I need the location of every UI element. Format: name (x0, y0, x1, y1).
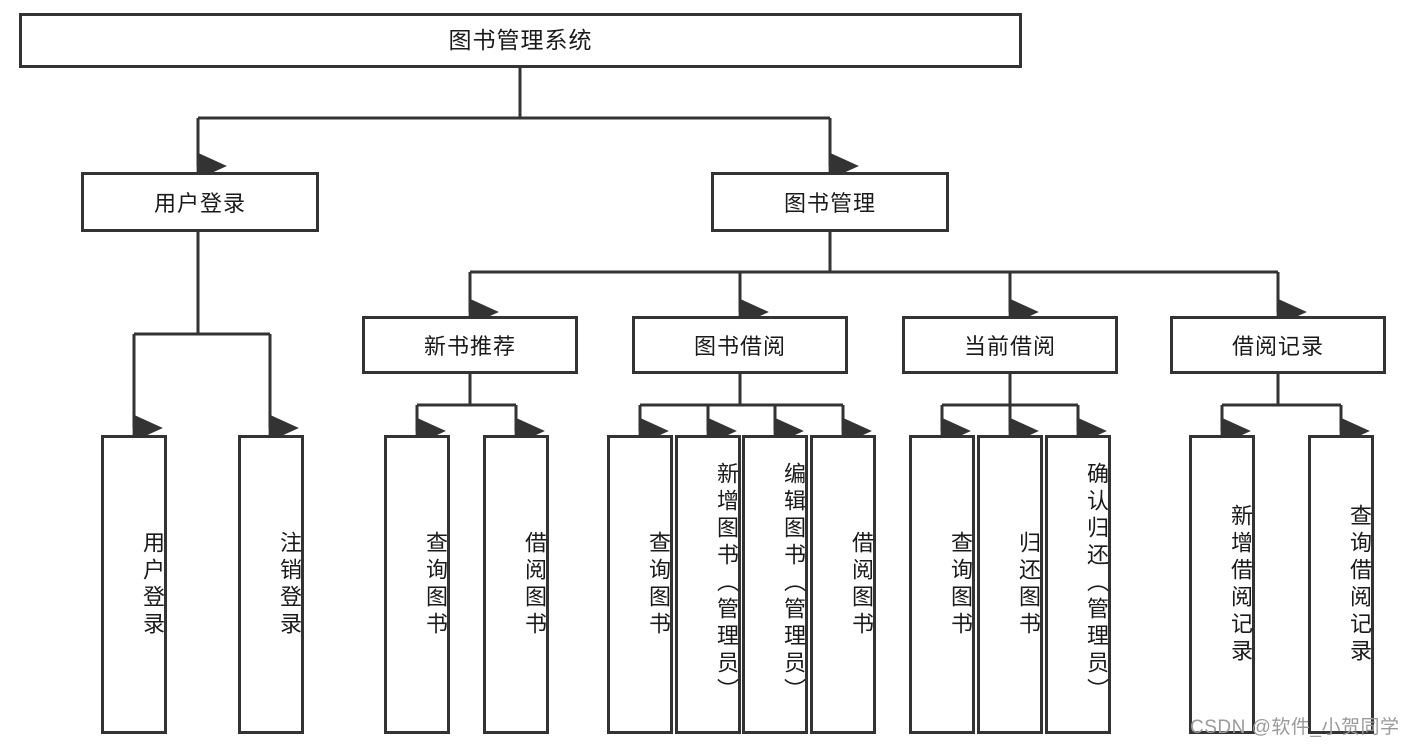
leaf-current-borrow-query-book[interactable]: 查询图书 (909, 435, 975, 734)
leaf-current-borrow-confirm-return-admin[interactable]: 确认归还（管理员） (1045, 435, 1111, 734)
leaf-user-login-signin[interactable]: 用户登录 (101, 435, 167, 734)
node-book-borrow[interactable]: 图书借阅 (632, 316, 848, 374)
leaf-book-borrow-borrow-book[interactable]: 借阅图书 (810, 435, 876, 734)
node-current-borrow[interactable]: 当前借阅 (902, 316, 1118, 374)
node-new-book-recommend[interactable]: 新书推荐 (362, 316, 578, 374)
leaf-user-login-signout[interactable]: 注销登录 (238, 435, 304, 734)
csdn-watermark: CSDN @软件_小贺同学 (1190, 717, 1400, 738)
leaf-book-borrow-add-book-admin[interactable]: 新增图书（管理员） (675, 435, 741, 734)
leaf-book-borrow-query-book[interactable]: 查询图书 (607, 435, 673, 734)
leaf-new-books-borrow-book[interactable]: 借阅图书 (483, 435, 549, 734)
node-borrow-records[interactable]: 借阅记录 (1170, 316, 1386, 374)
leaf-borrow-records-query-record[interactable]: 查询借阅记录 (1308, 435, 1374, 734)
leaf-book-borrow-edit-book-admin[interactable]: 编辑图书（管理员） (742, 435, 808, 734)
leaf-borrow-records-add-record[interactable]: 新增借阅记录 (1189, 435, 1255, 734)
node-root-book-management-system[interactable]: 图书管理系统 (19, 13, 1022, 68)
node-book-management[interactable]: 图书管理 (711, 172, 949, 232)
leaf-new-books-query-book[interactable]: 查询图书 (384, 435, 450, 734)
leaf-current-borrow-return-book[interactable]: 归还图书 (977, 435, 1043, 734)
node-user-login[interactable]: 用户登录 (81, 172, 319, 232)
